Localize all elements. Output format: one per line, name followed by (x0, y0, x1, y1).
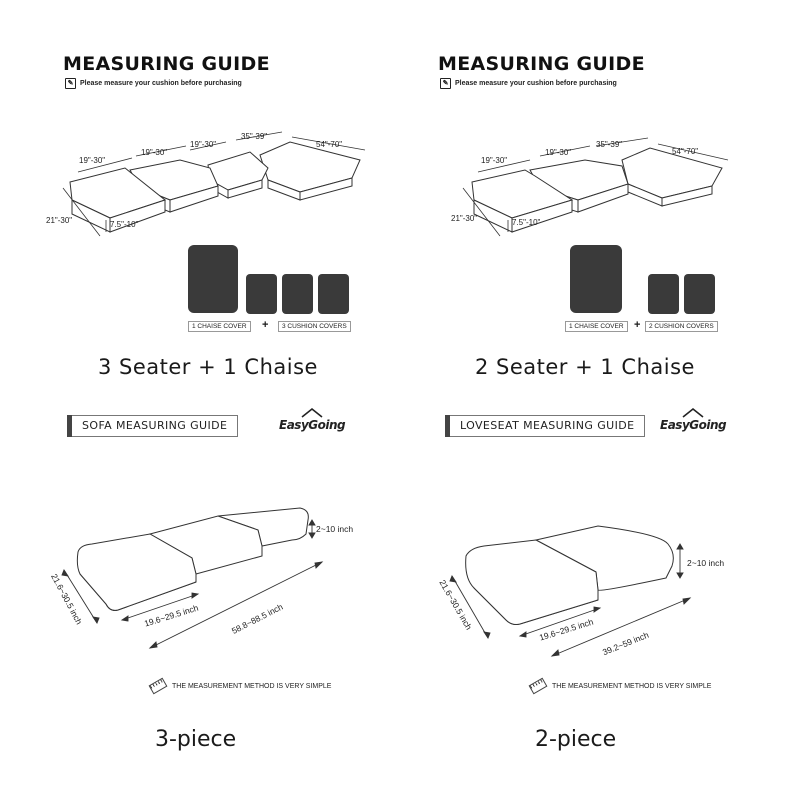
loveseat-height-dim: 2~10 inch (687, 558, 725, 568)
right-plus-sign: + (634, 319, 641, 331)
left-dim-7: 7.5"-10" (110, 220, 139, 229)
banner-accent-bar (67, 415, 72, 437)
left-chaise-cover-label: 1 CHAISE COVER (188, 321, 251, 332)
ruler-icon (528, 677, 548, 695)
left-note-text: THE MEASUREMENT METHOD IS VERY SIMPLE (172, 682, 332, 690)
right-sectional-diagram (462, 137, 729, 237)
loveseat-2-piece-diagram (449, 525, 692, 657)
cushion-cover-swatch (648, 274, 679, 314)
ruler-icon (148, 677, 168, 695)
cushion-cover-swatch (246, 274, 277, 314)
left-dim-5: 54"-70" (316, 140, 343, 149)
left-brand-logo: EasyGoing (279, 407, 346, 432)
left-plus-sign: + (262, 319, 269, 331)
right-dim-5: 21"-30" (451, 214, 478, 223)
left-dim-3: 19"-30" (190, 140, 217, 149)
right-logo-text: EasyGoing (660, 418, 727, 432)
left-dim-4: 35"-39" (241, 132, 268, 141)
house-logo-icon (682, 407, 704, 418)
cushion-cover-swatch (282, 274, 313, 314)
left-dim-2: 19"-30" (141, 148, 168, 157)
left-guide-subtitle-row: ✎ Please measure your cushion before pur… (65, 78, 242, 89)
right-dim-4: 54"-70" (672, 147, 699, 156)
left-note-row: THE MEASUREMENT METHOD IS VERY SIMPLE (148, 677, 332, 695)
right-piece-title: 2-piece (535, 727, 617, 752)
right-cushion-cover-label: 2 CUSHION COVERS (645, 321, 718, 332)
right-dim-6: 7.5"-10" (512, 218, 541, 227)
house-logo-icon (301, 407, 323, 418)
right-guide-title: MEASURING GUIDE (438, 53, 645, 75)
left-guide-subtitle: Please measure your cushion before purch… (80, 80, 242, 87)
right-note-text: THE MEASUREMENT METHOD IS VERY SIMPLE (552, 682, 712, 690)
right-dim-2: 19"-30" (545, 148, 572, 157)
right-dim-3: 35"-39" (596, 140, 623, 149)
left-piece-title: 3-piece (155, 727, 237, 752)
right-chaise-cover-label: 1 CHAISE COVER (565, 321, 628, 332)
left-config-title: 3 Seater + 1 Chaise (98, 355, 318, 379)
sofa-guide-banner-text: SOFA MEASURING GUIDE (72, 415, 239, 437)
loveseat-guide-banner: LOVESEAT MEASURING GUIDE (445, 415, 646, 437)
banner-accent-bar (445, 415, 450, 437)
right-guide-subtitle-row: ✎ Please measure your cushion before pur… (440, 78, 617, 89)
sofa-height-dim: 2~10 inch (316, 524, 354, 534)
chaise-cover-swatch (570, 245, 622, 313)
sofa-guide-banner: SOFA MEASURING GUIDE (67, 415, 239, 437)
cushion-cover-swatch (684, 274, 715, 314)
loveseat-guide-banner-text: LOVESEAT MEASURING GUIDE (450, 415, 646, 437)
right-dim-1: 19"-30" (481, 156, 508, 165)
cushion-cover-swatch (318, 274, 349, 314)
right-brand-logo: EasyGoing (660, 407, 727, 432)
edit-note-icon: ✎ (65, 78, 76, 89)
left-logo-text: EasyGoing (279, 418, 346, 432)
sofa-3-piece-diagram (61, 507, 324, 649)
chaise-cover-swatch (188, 245, 238, 313)
left-dim-6: 21"-30" (46, 216, 73, 225)
right-guide-subtitle: Please measure your cushion before purch… (455, 80, 617, 87)
right-config-title: 2 Seater + 1 Chaise (475, 355, 695, 379)
left-cushion-cover-label: 3 CUSHION COVERS (278, 321, 351, 332)
left-dim-1: 19"-30" (79, 156, 106, 165)
right-note-row: THE MEASUREMENT METHOD IS VERY SIMPLE (528, 677, 712, 695)
left-guide-title: MEASURING GUIDE (63, 53, 270, 75)
edit-note-icon: ✎ (440, 78, 451, 89)
left-sectional-diagram (62, 131, 366, 237)
